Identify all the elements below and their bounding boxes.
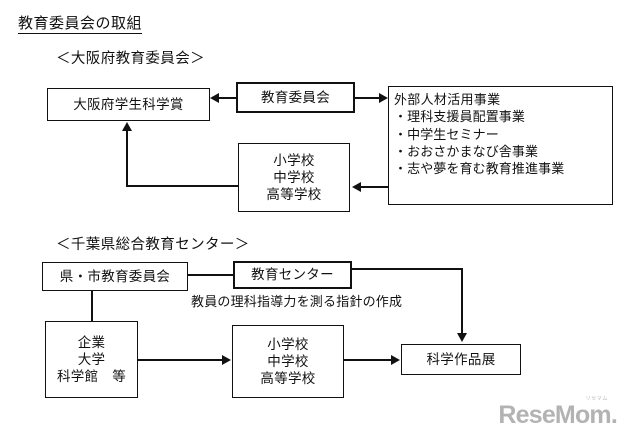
box-osaka-schools-line-1: 小学校 <box>273 152 315 168</box>
connector-localboard-to-partners <box>91 291 93 322</box>
arrowhead-board-to-programs <box>379 93 388 103</box>
connector-board-to-programs <box>355 97 380 99</box>
box-chiba-exhibition: 科学作品展 <box>401 344 521 375</box>
arrowhead-partners-to-schools <box>222 355 231 365</box>
box-chiba-schools-line-1: 小学校 <box>267 336 309 352</box>
box-osaka-award: 大阪府学生科学賞 <box>47 88 210 121</box>
watermark-logo: ReseMom. <box>498 401 617 429</box>
box-chiba-partners: 企業 大学 科学館 等 <box>45 321 138 398</box>
connector-schools-to-exhibition <box>344 359 392 361</box>
arrowhead-schools-to-award <box>122 122 132 131</box>
box-osaka-programs-title: 外部人材活用事業 <box>394 92 501 107</box>
section-heading-osaka: ＜大阪府教育委員会＞ <box>56 51 205 67</box>
box-chiba-partners-line-2: 大学 <box>77 351 106 367</box>
box-chiba-exhibition-label: 科学作品展 <box>426 351 496 367</box>
page-title: 教育委員会の取組 <box>18 15 143 34</box>
box-chiba-partners-line-1: 企業 <box>77 334 106 350</box>
box-osaka-programs-item-4: ・志や夢を育む教育推進事業 <box>394 161 565 177</box>
arrowhead-board-to-award <box>210 93 219 103</box>
section-heading-chiba: ＜千葉県総合教育センター＞ <box>56 237 250 253</box>
arrowhead-programs-to-schools <box>352 182 361 192</box>
connector-localboard-to-center <box>188 274 234 276</box>
box-chiba-schools-line-2: 中学校 <box>267 353 309 369</box>
box-osaka-schools: 小学校 中学校 高等学校 <box>238 143 350 212</box>
watermark: リセマム ReseMom. <box>498 397 617 428</box>
connector-center-to-exhibition-horizontal <box>352 268 462 270</box>
connector-center-to-exhibition-vertical <box>461 268 463 334</box>
box-osaka-programs: 外部人材活用事業 ・理科支援員配置事業 ・中学生セミナー ・おおさかまなび舎事業… <box>388 86 613 205</box>
box-chiba-center-label: 教育センター <box>251 267 334 283</box>
connector-board-to-award <box>219 97 237 99</box>
box-osaka-award-label: 大阪府学生科学賞 <box>73 96 184 112</box>
arrowhead-center-to-exhibition <box>457 333 467 342</box>
box-osaka-board-label: 教育委員会 <box>261 89 330 105</box>
box-chiba-local-board: 県・市教育委員会 <box>42 262 188 291</box>
box-chiba-schools-line-3: 高等学校 <box>260 371 316 387</box>
box-chiba-center: 教育センター <box>233 261 352 289</box>
box-osaka-programs-item-3: ・おおさかまなび舎事業 <box>394 143 539 159</box>
box-chiba-schools: 小学校 中学校 高等学校 <box>232 325 344 398</box>
watermark-kana: リセマム <box>585 396 608 402</box>
box-chiba-local-board-label: 県・市教育委員会 <box>59 268 171 284</box>
connector-programs-to-schools <box>361 186 389 188</box>
box-osaka-programs-item-2: ・中学生セミナー <box>394 126 499 142</box>
box-osaka-schools-line-2: 中学校 <box>273 169 315 185</box>
chiba-center-caption: 教員の理科指導力を測る指針の作成 <box>191 294 403 309</box>
arrowhead-schools-to-exhibition <box>391 355 400 365</box>
connector-schools-to-award-horizontal <box>126 185 239 187</box>
connector-partners-to-schools <box>138 359 223 361</box>
box-chiba-partners-line-3: 科学館 等 <box>57 369 126 385</box>
connector-schools-to-award-vertical <box>126 131 128 187</box>
box-osaka-programs-item-1: ・理科支援員配置事業 <box>394 109 526 125</box>
box-osaka-schools-line-3: 高等学校 <box>266 187 322 203</box>
box-osaka-board: 教育委員会 <box>236 82 355 113</box>
